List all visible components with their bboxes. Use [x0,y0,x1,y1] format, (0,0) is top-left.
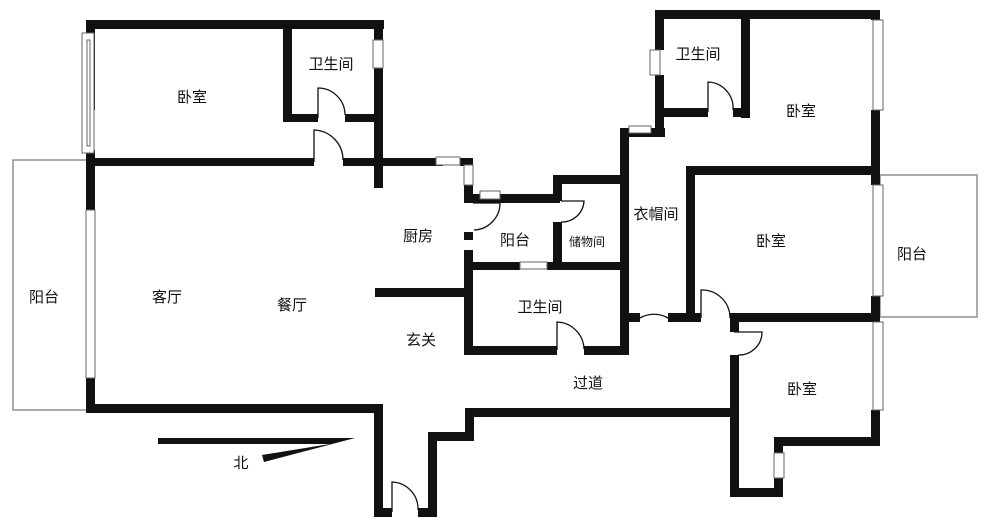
room-label-bath-center: 卫生间 [517,298,562,316]
room-label-bedroom-east: 卧室 [756,232,786,250]
west-balcony-outline [12,159,92,411]
room-label-balcony-west: 阳台 [29,288,59,306]
room-label-cloakroom: 衣帽间 [633,205,678,223]
room-label-balcony-east: 阳台 [897,245,927,263]
walls [86,10,880,517]
room-label-bedroom-ne: 卧室 [786,102,816,120]
room-label-dining: 餐厅 [277,296,307,314]
room-label-kitchen: 厨房 [403,227,433,245]
east-balcony-outline [879,174,978,318]
room-label-storage: 储物间 [569,234,605,249]
room-label-living: 客厅 [152,288,182,306]
room-label-bath-nw: 卫生间 [308,55,353,73]
room-label-balcony-small: 阳台 [500,231,530,249]
room-label-corridor: 过道 [573,374,603,392]
compass-north-label: 北 [233,454,248,472]
room-label-bedroom-se: 卧室 [787,380,817,398]
room-label-entrance: 玄关 [406,331,436,349]
north-arrow-icon [158,438,355,462]
room-label-bedroom-nw: 卧室 [177,88,207,106]
room-label-bath-ne: 卫生间 [675,45,720,63]
windows [81,19,884,479]
doors [313,81,763,512]
